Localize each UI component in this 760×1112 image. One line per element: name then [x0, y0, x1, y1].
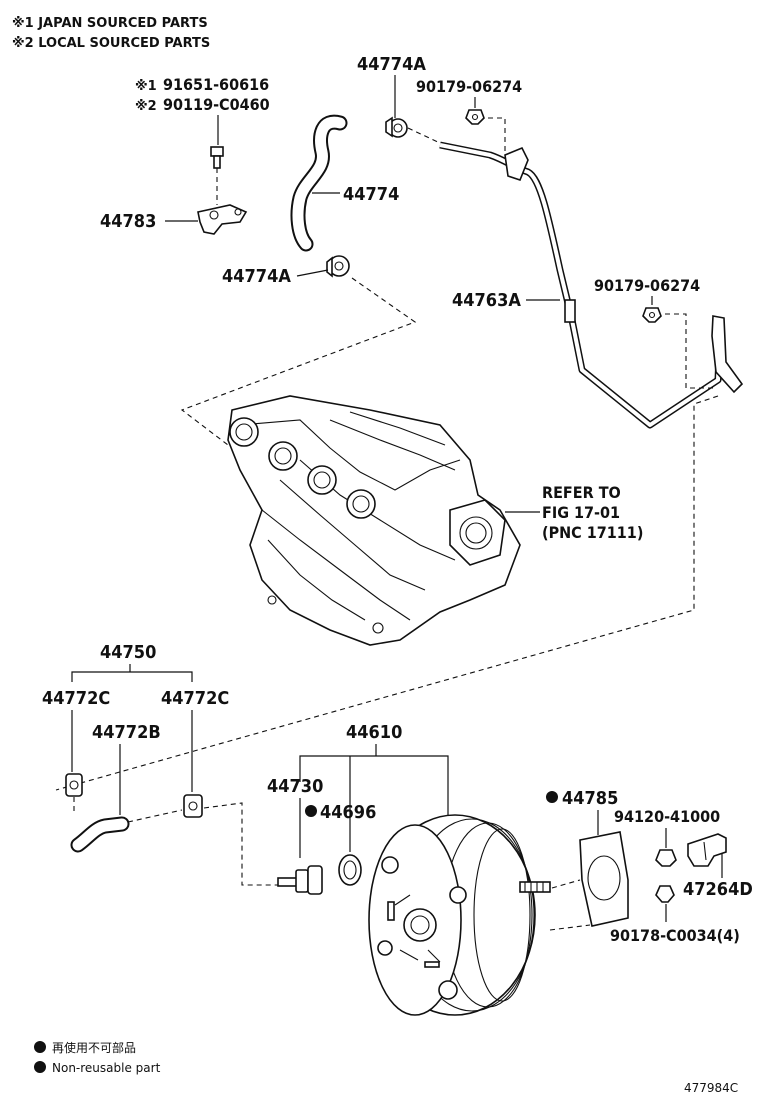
dash-nut-right	[665, 313, 716, 389]
label-44785[interactable]: 44785	[562, 788, 618, 809]
legend-dot-en	[34, 1061, 46, 1073]
clamp-44772C-right-icon	[183, 794, 203, 818]
clamp-top-icon	[385, 116, 408, 138]
label-refer-pnc[interactable]: (PNC 17111)	[542, 523, 643, 542]
pipe-44763A-icon	[439, 141, 744, 429]
note-japan-sourced: ※1 JAPAN SOURCED PARTS	[12, 16, 208, 31]
label-90179-06274-top[interactable]: 90179-06274	[416, 77, 522, 96]
bolt-icon	[210, 146, 224, 169]
label-44774A-bottom[interactable]: 44774A	[222, 266, 291, 287]
nut-top-icon	[465, 109, 485, 125]
nut-94120-icon	[655, 849, 677, 867]
dash-pipe-to-hose	[55, 395, 719, 791]
clamp-bottom-icon	[326, 255, 350, 278]
dash-nut-top	[488, 117, 506, 152]
alt1-mark: ※1	[135, 79, 157, 94]
brake-booster-icon	[368, 814, 551, 1016]
bracket-44783-icon	[197, 204, 248, 235]
label-91651-60616[interactable]: 91651-60616	[163, 75, 269, 94]
hose-44774-icon	[290, 114, 348, 252]
bracket-44750	[71, 671, 193, 682]
label-44772C-right[interactable]: 44772C	[161, 688, 229, 709]
dash-clamp-valve	[203, 802, 278, 886]
label-refer-to[interactable]: REFER TO	[542, 483, 621, 502]
legend-dot-jp	[34, 1041, 46, 1053]
label-94120-41000[interactable]: 94120-41000	[614, 807, 720, 826]
label-44774A-top[interactable]: 44774A	[357, 54, 426, 75]
label-refer-fig[interactable]: FIG 17-01	[542, 503, 620, 522]
label-47264D[interactable]: 47264D	[683, 879, 753, 900]
label-44783[interactable]: 44783	[100, 211, 156, 232]
label-90178-C0034[interactable]: 90178-C0034(4)	[610, 926, 740, 945]
hose-44772B-icon	[70, 816, 130, 853]
label-44772B[interactable]: 44772B	[92, 722, 161, 743]
dash-hose-clamp	[127, 809, 183, 823]
label-44696[interactable]: 44696	[320, 802, 376, 823]
dash-hose-manifold	[180, 277, 417, 449]
label-90119-C0460[interactable]: 90119-C0460	[163, 95, 270, 114]
intake-manifold-icon	[227, 395, 521, 646]
nut-right-icon	[642, 307, 662, 323]
dash-clamp-pipe	[407, 127, 441, 144]
nonreusable-dot-44696	[305, 805, 317, 817]
legend-nonreusable: Non-reusable part	[52, 1061, 161, 1075]
dash-booster-gasket	[549, 924, 591, 931]
nut-90178-icon	[655, 885, 675, 903]
label-44772C-left[interactable]: 44772C	[42, 688, 110, 709]
label-44763A[interactable]: 44763A	[452, 290, 521, 311]
bracket-44610	[299, 755, 449, 820]
check-valve-44730-icon	[277, 865, 323, 895]
figure-id: 477984C	[684, 1081, 738, 1095]
legend-reuse-jp: 再使用不可部品	[52, 1040, 136, 1055]
clamp-44772C-left-icon	[65, 773, 83, 797]
label-44750[interactable]: 44750	[100, 642, 156, 663]
label-44610[interactable]: 44610	[346, 722, 402, 743]
grommet-44696-icon	[338, 854, 362, 886]
note-local-sourced: ※2 LOCAL SOURCED PARTS	[12, 36, 210, 51]
dash-stud-gasket	[551, 879, 581, 889]
label-44774[interactable]: 44774	[343, 184, 399, 205]
nonreusable-dot-44785	[546, 791, 558, 803]
gasket-44785-icon	[579, 831, 629, 927]
leader-44774A-bottom	[296, 269, 329, 277]
label-90179-06274-right[interactable]: 90179-06274	[594, 276, 700, 295]
alt2-mark: ※2	[135, 99, 157, 114]
label-44730[interactable]: 44730	[267, 776, 323, 797]
bracket-47264D-icon	[687, 833, 727, 867]
